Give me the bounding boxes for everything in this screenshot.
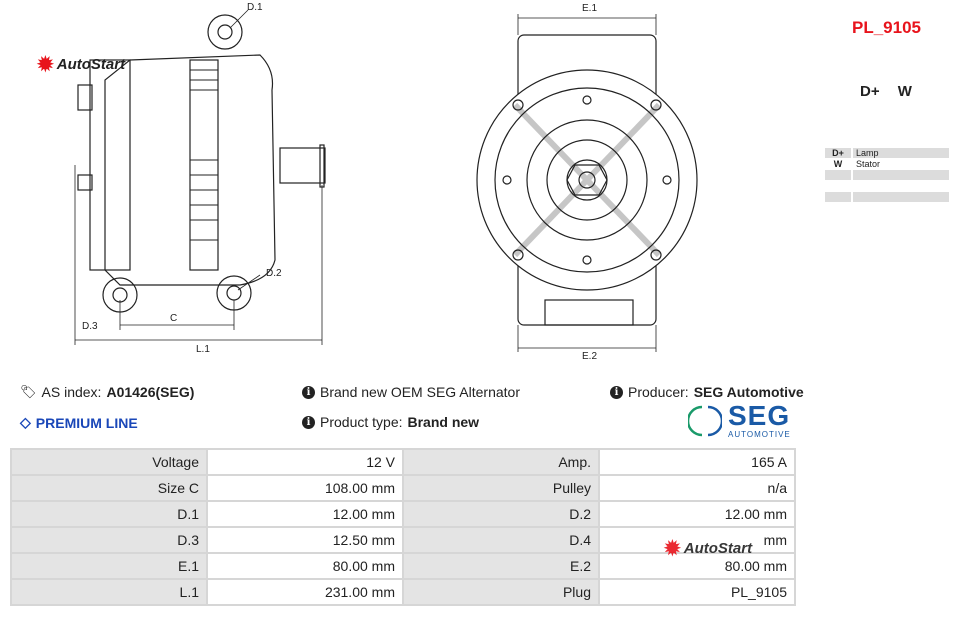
seg-logo-sub: AUTOMOTIVE [728, 430, 791, 439]
spec-label: L.1 [10, 578, 208, 606]
pin-code: W [833, 159, 843, 169]
spec-label: D.2 [402, 500, 600, 528]
spec-value: n/a [598, 474, 796, 502]
spec-label: E.1 [10, 552, 208, 580]
product-type-value: Brand new [407, 414, 480, 430]
label-c: C [170, 313, 178, 324]
premium-label: PREMIUM LINE [35, 414, 138, 431]
spec-value: 80.00 mm [598, 552, 796, 580]
spec-label: D.1 [10, 500, 208, 528]
pin-row [825, 192, 949, 202]
as-index: 🏷 AS index: A01426(SEG) [20, 384, 194, 400]
as-index-label: AS index: [41, 384, 102, 400]
pin-row: W Stator [825, 159, 949, 169]
label-l1: L.1 [196, 344, 210, 355]
pin-code [825, 192, 851, 202]
pin-row [825, 170, 949, 180]
label-d1: D.1 [247, 2, 263, 13]
diamond-icon: ◇ [20, 414, 31, 430]
pin-desc [853, 170, 949, 180]
spec-value: mm [598, 526, 796, 554]
info-icon: i [302, 415, 315, 429]
premium-line: ◇ PREMIUM LINE [20, 414, 138, 431]
spec-label: D.3 [10, 526, 208, 554]
product-code: PL_9105 [852, 18, 921, 37]
spec-label: E.2 [402, 552, 600, 580]
description: i Brand new OEM SEG Alternator [302, 384, 520, 400]
pin-code [825, 170, 851, 180]
spec-value: 12.00 mm [598, 500, 796, 528]
gear-bolt-icon: ✹ [664, 538, 681, 560]
seg-logo: SEG AUTOMOTIVE [688, 400, 792, 440]
spec-label: Voltage [10, 448, 208, 476]
spec-label: Amp. [402, 448, 600, 476]
spec-value: 12.00 mm [206, 500, 404, 528]
autostart-watermark-logo: ✹ AutoStart [664, 538, 753, 560]
info-icon: i [302, 385, 315, 399]
spec-label: Plug [402, 578, 600, 606]
spec-value: 165 A [598, 448, 796, 476]
description-text: Brand new OEM SEG Alternator [320, 384, 520, 400]
pin-row-spacer [825, 181, 949, 191]
product-type-label: Product type: [320, 414, 403, 430]
as-index-value: A01426(SEG) [106, 384, 195, 400]
tags-icon: 🏷 [20, 384, 37, 399]
spec-label: Pulley [402, 474, 600, 502]
spec-label: D.4 [402, 526, 600, 554]
label-e2: E.2 [582, 351, 598, 362]
pin-desc: Lamp [853, 148, 949, 158]
producer: i Producer: SEG Automotive [610, 384, 804, 400]
pin-desc: Stator [856, 159, 881, 169]
gear-bolt-icon: ✹ [37, 54, 54, 76]
label-d3: D.3 [82, 321, 98, 332]
pin-code: D+ [825, 148, 851, 158]
seg-logo-text: SEG [728, 400, 791, 431]
pin-desc [853, 192, 949, 202]
label-d2: D.2 [266, 268, 282, 279]
info-icon: i [610, 385, 623, 399]
producer-value: SEG Automotive [693, 384, 804, 400]
pin-row: D+Lamp [825, 148, 949, 158]
spec-value: 12.50 mm [206, 526, 404, 554]
spec-value: 80.00 mm [206, 552, 404, 580]
label-e1: E.1 [582, 3, 598, 14]
product-type: i Product type: Brand new [302, 414, 479, 430]
producer-label: Producer: [628, 384, 689, 400]
spec-label: Size C [10, 474, 208, 502]
alternator-side-drawing [74, 9, 326, 345]
alternator-front-drawing [476, 14, 698, 352]
pin-header: D+ W [860, 83, 912, 100]
seg-ring-icon [688, 405, 722, 437]
spec-value: 12 V [206, 448, 404, 476]
spec-value: 231.00 mm [206, 578, 404, 606]
pin-table: D+Lamp W Stator [823, 147, 951, 203]
spec-value: PL_9105 [598, 578, 796, 606]
spec-value: 108.00 mm [206, 474, 404, 502]
